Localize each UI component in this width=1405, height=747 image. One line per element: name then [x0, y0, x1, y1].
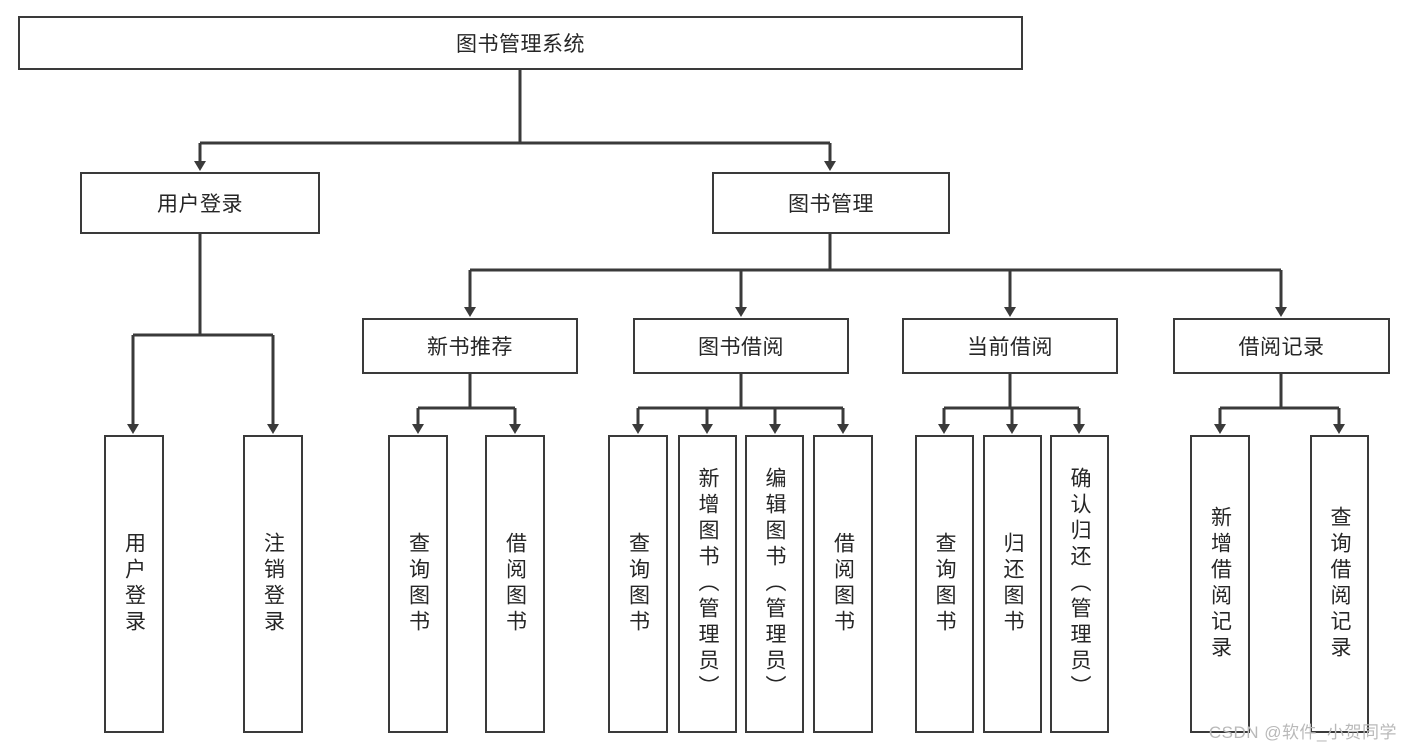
node-root[interactable]: 图书管理系统	[18, 16, 1023, 70]
node-leaf-5[interactable]: 新增图书（管理员）	[678, 435, 737, 733]
node-leaf-2-label: 查询图书	[406, 532, 430, 636]
node-leaf-3-label: 借阅图书	[503, 532, 527, 636]
node-level2-1[interactable]: 图书管理	[712, 172, 950, 234]
node-level3-2[interactable]: 当前借阅	[902, 318, 1118, 374]
node-leaf-8-label: 查询图书	[933, 532, 956, 636]
node-leaf-10[interactable]: 确认归还（管理员）	[1050, 435, 1109, 733]
node-level3-0[interactable]: 新书推荐	[362, 318, 578, 374]
node-level2-0[interactable]: 用户登录	[80, 172, 320, 234]
node-leaf-9[interactable]: 归还图书	[983, 435, 1042, 733]
node-leaf-4[interactable]: 查询图书	[608, 435, 668, 733]
node-leaf-11-label: 新增借阅记录	[1208, 506, 1232, 662]
node-leaf-2[interactable]: 查询图书	[388, 435, 448, 733]
node-leaf-5-label: 新增图书（管理员）	[696, 467, 719, 701]
node-leaf-10-label: 确认归还（管理员）	[1068, 467, 1091, 701]
node-level3-1[interactable]: 图书借阅	[633, 318, 849, 374]
node-level3-3[interactable]: 借阅记录	[1173, 318, 1390, 374]
node-level3-0-label: 新书推荐	[427, 336, 513, 359]
node-leaf-0[interactable]: 用户登录	[104, 435, 164, 733]
node-leaf-8[interactable]: 查询图书	[915, 435, 974, 733]
node-leaf-1[interactable]: 注销登录	[243, 435, 303, 733]
node-level3-3-label: 借阅记录	[1238, 336, 1325, 359]
node-leaf-4-label: 查询图书	[626, 532, 650, 636]
node-leaf-7[interactable]: 借阅图书	[813, 435, 873, 733]
node-leaf-6-label: 编辑图书（管理员）	[763, 467, 786, 701]
node-level2-0-label: 用户登录	[157, 193, 243, 216]
node-level3-1-label: 图书借阅	[698, 336, 784, 359]
node-leaf-12[interactable]: 查询借阅记录	[1310, 435, 1369, 733]
node-level3-2-label: 当前借阅	[967, 336, 1053, 359]
node-root-label: 图书管理系统	[456, 33, 585, 56]
node-level2-1-label: 图书管理	[788, 193, 874, 216]
node-leaf-12-label: 查询借阅记录	[1328, 506, 1351, 662]
node-leaf-0-label: 用户登录	[122, 532, 146, 636]
node-leaf-7-label: 借阅图书	[831, 532, 855, 636]
node-leaf-6[interactable]: 编辑图书（管理员）	[745, 435, 804, 733]
node-leaf-3[interactable]: 借阅图书	[485, 435, 545, 733]
node-leaf-9-label: 归还图书	[1001, 532, 1024, 636]
node-leaf-1-label: 注销登录	[261, 532, 285, 636]
node-leaf-11[interactable]: 新增借阅记录	[1190, 435, 1250, 733]
